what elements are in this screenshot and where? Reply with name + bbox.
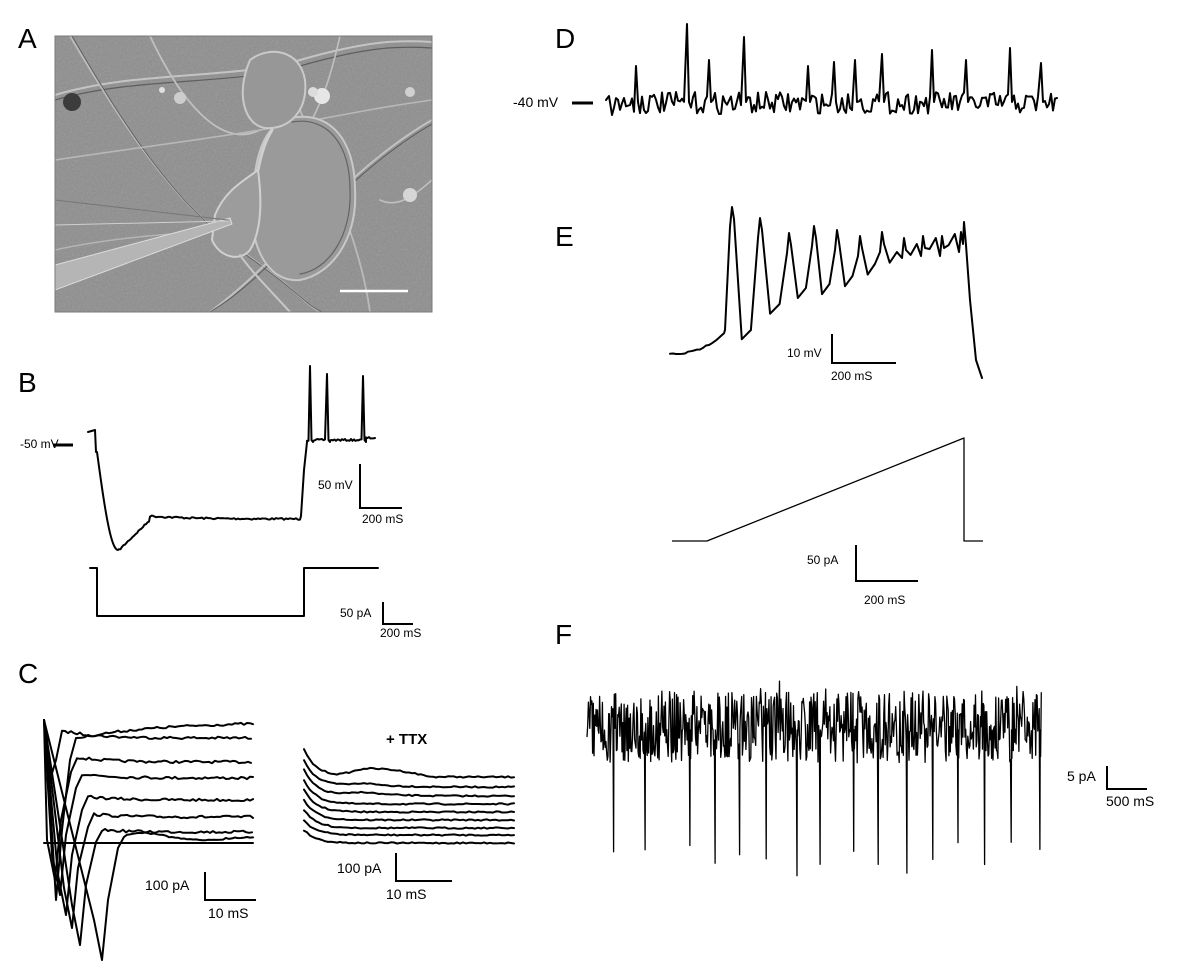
panel-e-t-scale: 200 mS [831, 369, 872, 383]
panel-b-letter: B [18, 367, 37, 398]
ttx-current-trace [303, 829, 515, 845]
panel-e-current-scale-bar [855, 545, 918, 582]
panel-c-left-t-scale: 10 mS [208, 905, 248, 921]
panel-e-i-t-scale: 200 mS [864, 593, 905, 607]
panel-c-right-i-scale: 100 pA [337, 860, 382, 876]
panel-c-right-t-scale: 10 mS [386, 886, 426, 902]
panel-e: 10 mV 200 mS 50 pA 200 mS [669, 206, 983, 607]
panel-e-current-ramp [672, 437, 983, 542]
panel-f-t-scale: 500 mS [1106, 793, 1154, 809]
panel-e-letter: E [555, 221, 574, 252]
panel-c-ttx-label: + TTX [386, 731, 427, 748]
control-current-trace [43, 719, 254, 916]
panel-c-left-scale-bar [204, 872, 256, 901]
panel-e-i-scale: 50 pA [807, 553, 838, 567]
control-current-trace [43, 719, 254, 929]
ttx-current-trace [303, 779, 515, 806]
panel-c-letter: C [18, 658, 38, 689]
ttx-current-trace [303, 798, 515, 822]
ttx-current-trace [303, 768, 515, 798]
ttx-current-trace [303, 819, 515, 837]
panel-f-i-scale: 5 pA [1067, 768, 1096, 784]
panel-e-scale-bar [831, 334, 896, 364]
panel-f-current-trace [586, 680, 1042, 877]
panel-b-voltage-trace [87, 365, 376, 551]
panel-e-v-scale: 10 mV [787, 346, 822, 360]
ttx-current-trace [303, 759, 515, 789]
panel-b-current-step [89, 567, 379, 617]
panel-d: -40 mV [513, 23, 1058, 116]
panel-c-right-scale-bar [395, 853, 452, 882]
panel-b-current-scale-bar [382, 602, 413, 625]
ttx-current-trace [303, 809, 515, 830]
panel-b-scale-bar [359, 464, 402, 509]
panel-b: -50 mV 50 mV 200 mS 50 pA 200 mS [20, 365, 421, 640]
panel-f-scale-bar [1106, 766, 1147, 790]
ttx-current-trace [303, 748, 515, 779]
control-current-trace [43, 719, 254, 961]
panel-f: 5 pA 500 mS [586, 680, 1154, 877]
control-current-trace [43, 719, 253, 946]
panel-d-voltage-trace [605, 23, 1058, 116]
panel-d-letter: D [555, 23, 575, 54]
control-current-trace [43, 719, 252, 881]
panel-f-letter: F [555, 619, 572, 650]
panel-c-left-i-scale: 100 pA [145, 877, 190, 893]
panel-a-micrograph [54, 35, 433, 313]
panel-c-control-traces [43, 719, 254, 961]
control-current-trace [43, 719, 254, 896]
panel-b-baseline-label: -50 mV [20, 437, 59, 451]
panel-b-v-scale: 50 mV [318, 478, 353, 492]
panel-b-i-t-scale: 200 mS [380, 626, 421, 640]
panel-c: + TTX 100 pA 10 mS 100 pA 10 mS [43, 719, 515, 961]
panel-a-letter: A [18, 23, 37, 54]
panel-b-t-scale: 200 mS [362, 512, 403, 526]
panel-d-baseline-label: -40 mV [513, 94, 559, 110]
panel-e-voltage-trace [669, 206, 983, 379]
panel-c-ttx-traces [303, 748, 515, 845]
ttx-current-trace [303, 788, 515, 814]
panel-b-i-scale: 50 pA [340, 606, 371, 620]
control-outward-trace [43, 719, 254, 901]
